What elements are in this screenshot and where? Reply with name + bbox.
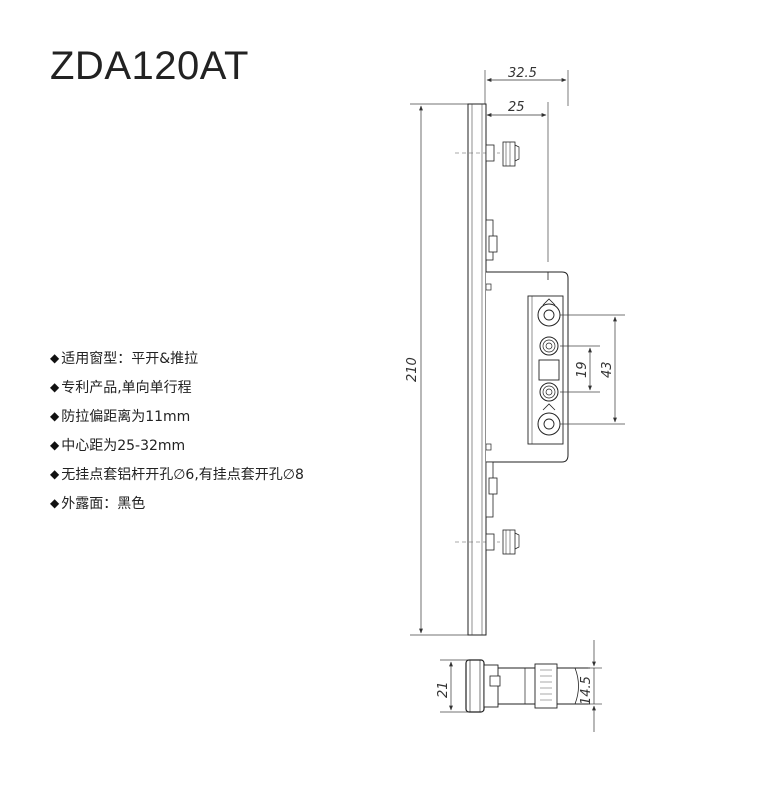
spec-text: 中心距为25-32mm xyxy=(61,437,186,454)
spec-item: ◆无挂点套铝杆开孔∅6,有挂点套开孔∅8 xyxy=(50,459,304,488)
product-title: ZDA120AT xyxy=(50,44,249,88)
spec-text: 专利产品,单向单行程 xyxy=(61,379,192,396)
dim-label-14-5: 14.5 xyxy=(579,676,594,705)
spec-text: 适用窗型：平开&推拉 xyxy=(61,350,199,367)
dim-label-19: 19 xyxy=(575,361,590,378)
spec-item: ◆中心距为25-32mm xyxy=(50,430,304,459)
dimension-width-inner: 25 xyxy=(486,100,549,262)
spec-text: 外露面：黑色 xyxy=(61,495,146,512)
diamond-bullet-icon: ◆ xyxy=(50,350,60,365)
spec-text: 无挂点套铝杆开孔∅6,有挂点套开孔∅8 xyxy=(61,466,304,483)
diamond-bullet-icon: ◆ xyxy=(50,466,60,481)
lock-body-front-view xyxy=(455,103,569,636)
dim-label-32-5: 32.5 xyxy=(508,66,537,81)
dimension-height-total: 210 xyxy=(405,103,470,636)
spec-item: ◆防拉偏距离为11mm xyxy=(50,401,304,430)
dimension-hole-spacing: 19 43 xyxy=(560,314,625,425)
spec-item: ◆专利产品,单向单行程 xyxy=(50,372,304,401)
diamond-bullet-icon: ◆ xyxy=(50,437,60,452)
dim-label-21: 21 xyxy=(436,681,451,698)
dim-label-25: 25 xyxy=(508,100,525,115)
spec-item: ◆外露面：黑色 xyxy=(50,488,304,517)
dim-label-210: 210 xyxy=(405,357,420,382)
spec-item: ◆适用窗型：平开&推拉 xyxy=(50,343,304,372)
diamond-bullet-icon: ◆ xyxy=(50,495,60,510)
lock-body-side-view: 21 14.5 xyxy=(436,640,602,732)
dim-label-43: 43 xyxy=(600,361,615,378)
spec-list: ◆适用窗型：平开&推拉 ◆专利产品,单向单行程 ◆防拉偏距离为11mm ◆中心距… xyxy=(50,343,304,517)
spec-text: 防拉偏距离为11mm xyxy=(61,408,191,425)
diamond-bullet-icon: ◆ xyxy=(50,379,60,394)
dimension-width-outer: 32.5 xyxy=(484,66,569,106)
diamond-bullet-icon: ◆ xyxy=(50,408,60,423)
